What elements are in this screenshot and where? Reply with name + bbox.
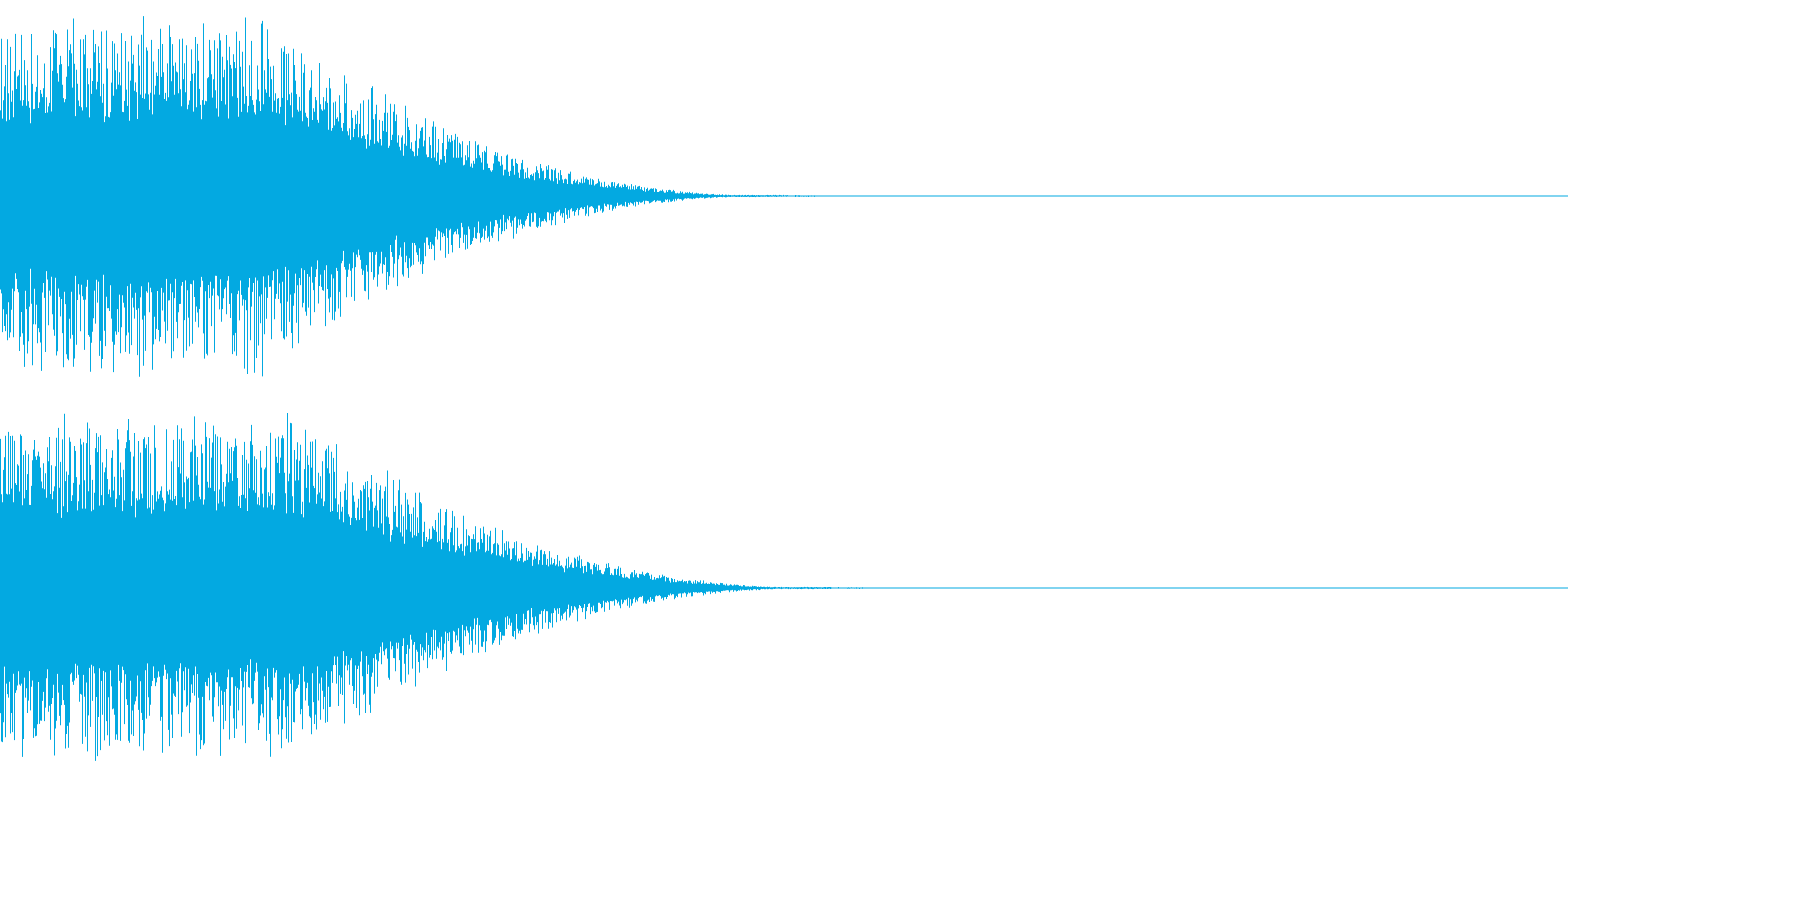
waveform-channel-1-plot [0, 16, 1568, 377]
waveform-channel-2-plot [0, 413, 1568, 761]
waveform-trace [0, 413, 863, 761]
waveform-channel-2 [0, 392, 1568, 784]
waveform-view [0, 0, 1568, 784]
waveform-trace [0, 16, 816, 377]
waveform-channel-1 [0, 0, 1568, 392]
